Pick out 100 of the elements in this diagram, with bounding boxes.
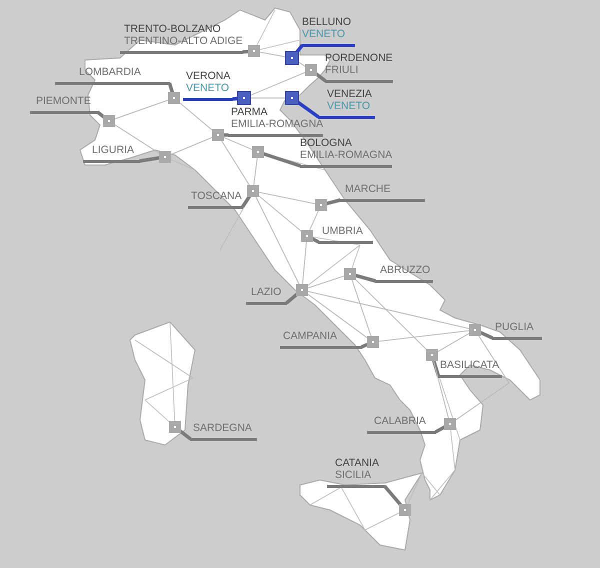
city-marker (252, 146, 264, 158)
leader-line (479, 330, 494, 340)
connector-line (250, 72, 306, 96)
region-name: CAMPANIA (283, 330, 338, 342)
connector-line (306, 275, 346, 289)
city-name: PORDENONE (325, 52, 393, 64)
leader-line (434, 425, 446, 434)
region-name: TRENTINO-ALTO ADIGE (124, 35, 243, 48)
highlighted-marker (237, 91, 251, 105)
city-name: BELLUNO (302, 16, 352, 28)
underlined-label (302, 16, 355, 47)
leader-line (168, 82, 174, 94)
region-name: MARCHE (345, 183, 392, 196)
leader-line (139, 156, 160, 163)
city-marker (305, 64, 317, 76)
city-name: BOLOGNA (300, 137, 353, 150)
leader-line (432, 359, 440, 377)
city-marker (301, 230, 313, 242)
connector-line (454, 334, 510, 421)
underlined-label (492, 321, 542, 340)
region-name: FRIULI (325, 64, 360, 76)
connector-line (178, 102, 214, 132)
connector-line (378, 330, 470, 342)
region-name: SARDEGNA (193, 422, 253, 434)
connector-line (222, 136, 254, 150)
city-name: VENEZIA (327, 88, 373, 100)
city-marker (296, 284, 308, 296)
connector-line (432, 360, 450, 420)
underlined-label (318, 225, 373, 244)
city-marker (159, 151, 171, 163)
connector-line (255, 196, 300, 286)
region-name: TOSCANA (191, 190, 243, 202)
leader-line (241, 195, 252, 208)
underlined-label (246, 286, 287, 305)
city-marker (169, 421, 181, 433)
leader-line (354, 274, 376, 283)
city-marker (367, 336, 379, 348)
leader-line (314, 72, 327, 82)
connector-line (253, 156, 258, 186)
underlined-label (188, 190, 243, 209)
city-marker (168, 92, 180, 104)
leader-line (285, 292, 298, 304)
city-name: VERONA (186, 70, 232, 82)
connector-line (258, 51, 286, 58)
underlined-label (300, 137, 392, 168)
underlined-label (280, 330, 362, 349)
region-name: VENETO (186, 82, 230, 94)
highlighted-marker (285, 51, 299, 65)
highlighted-marker (285, 91, 299, 105)
connector-line (170, 136, 214, 156)
city-marker (344, 268, 356, 280)
city-marker (248, 45, 260, 57)
underlined-label (438, 359, 502, 378)
underlined-label (340, 183, 425, 202)
underlined-label (367, 415, 436, 434)
city-marker (426, 349, 438, 361)
underlined-label (318, 88, 375, 119)
leader-line (262, 152, 302, 168)
city-marker (103, 115, 115, 127)
underlined-label (183, 70, 233, 101)
underlined-label (327, 457, 385, 488)
connector-line (302, 240, 307, 286)
connector-line (258, 192, 316, 204)
underlined-label (190, 422, 257, 441)
city-marker (469, 324, 481, 336)
connector-line (351, 278, 372, 338)
underlined-label (30, 95, 98, 114)
connector-line (306, 293, 368, 339)
region-name: VENETO (327, 100, 371, 112)
connector-line (114, 99, 170, 120)
region-name: PIEMONTE (36, 95, 92, 108)
leader-line (178, 429, 192, 440)
underlined-label (120, 23, 243, 54)
region-name: BASILICATA (440, 359, 500, 372)
region-name: LIGURIA (92, 144, 136, 156)
region-name: UMBRIA (322, 225, 364, 238)
leader-line (383, 484, 402, 506)
city-marker (444, 418, 456, 430)
region-name: VENETO (302, 28, 346, 40)
city-name: TRENTO-BOLZANO (124, 23, 222, 36)
connector-line (258, 194, 302, 232)
city-marker (315, 199, 327, 211)
region-name: CALABRIA (374, 415, 427, 428)
connector-line (114, 124, 160, 154)
city-name: CATANIA (335, 457, 380, 470)
city-marker (212, 129, 224, 141)
connector-line (306, 290, 470, 330)
region-name: PUGLIA (495, 321, 535, 334)
connector-line (220, 140, 250, 186)
region-name: LAZIO (251, 286, 282, 298)
connector-line (308, 210, 320, 232)
underlined-label (325, 52, 393, 83)
region-name: SICILIA (335, 469, 372, 482)
connector-line (354, 278, 428, 350)
city-marker (247, 185, 259, 197)
region-name: EMILIA-ROMAGNA (300, 149, 392, 162)
underlined-label (83, 144, 140, 163)
city-name: PARMA (231, 106, 269, 118)
leader-line (296, 100, 320, 118)
city-marker (399, 504, 411, 516)
